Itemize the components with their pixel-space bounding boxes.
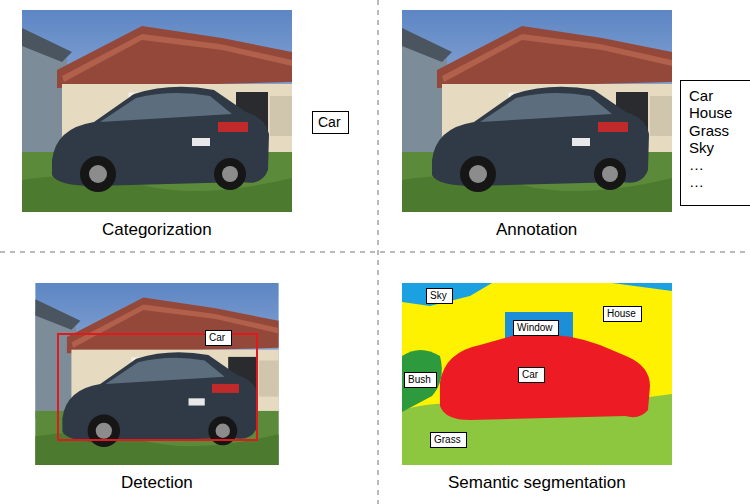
annotation-list-box: CarHouseGrassSky…… [680,80,750,206]
node-text: Car [522,369,541,381]
segment-label-box: House [603,306,642,322]
panel-caption: Categorization [102,220,212,240]
node-text: House [689,104,750,121]
node-text: … [689,173,750,190]
node-text: … [689,156,750,173]
node-text: Car [689,87,750,104]
node-text: Sky [430,290,449,302]
detection-label-box: Car [205,330,232,346]
node-text: Grass [689,122,750,139]
segment-label-box: Grass [430,432,467,448]
node-text: Car [209,332,228,344]
node-text: Sky [689,139,750,156]
segment-label-box: Sky [426,288,453,304]
panel-caption: Annotation [496,220,577,240]
node-text: Window [517,322,555,334]
segment-label-box: Bush [404,372,437,388]
panel-caption: Semantic segmentation [448,473,626,493]
panel-caption: Detection [121,473,193,493]
node-text: Grass [434,434,463,446]
node-text: Car [318,114,343,130]
segment-label-box: Car [518,367,545,383]
node-text: Bush [408,374,433,386]
node-text: House [607,308,638,320]
category-box: Car [312,111,349,134]
segment-label-box: Window [513,320,559,336]
